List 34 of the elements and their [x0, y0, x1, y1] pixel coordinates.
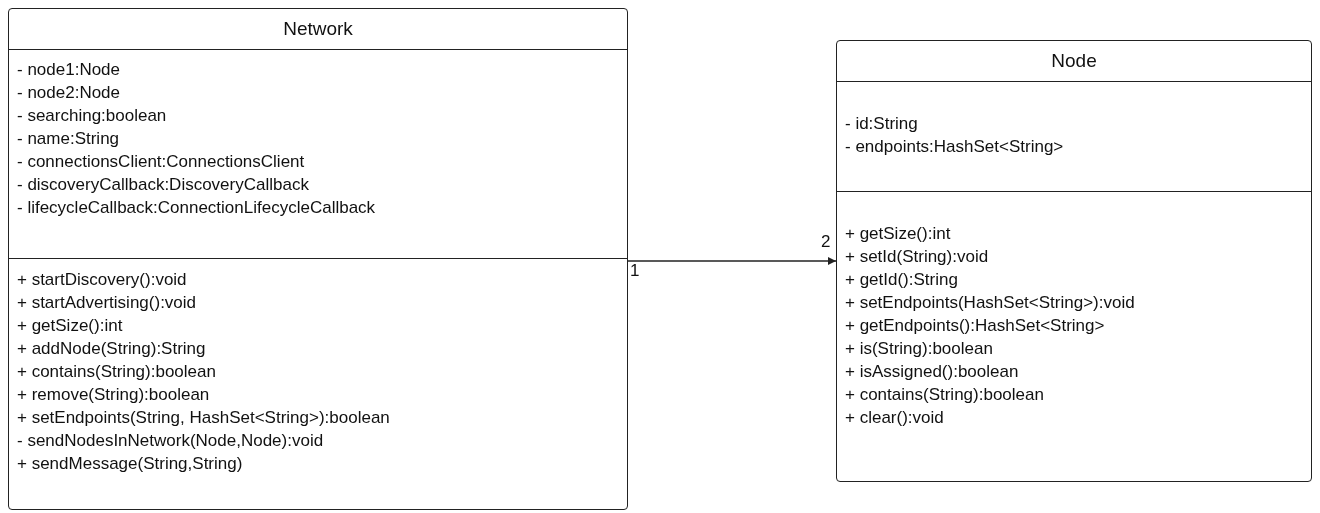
method-text: + setEndpoints(String, HashSet<String>):boolean	[17, 407, 390, 429]
attribute-text: - searching:boolean	[17, 105, 167, 127]
class-box	[836, 40, 1312, 482]
method-text: + getId():String	[845, 269, 958, 291]
class-name: Network	[283, 18, 353, 40]
attribute-text: - discoveryCallback:DiscoveryCallback	[17, 174, 309, 196]
method-text: + getSize():int	[17, 315, 123, 337]
method-text: + contains(String):boolean	[17, 361, 216, 383]
method-text: + sendMessage(String,String)	[17, 453, 243, 475]
method-text: + startDiscovery():void	[17, 269, 187, 291]
attribute-text: - lifecycleCallback:ConnectionLifecycleCallback	[17, 197, 376, 219]
method-text: + is(String):boolean	[845, 338, 993, 360]
method-text: + remove(String):boolean	[17, 384, 210, 406]
class-name: Node	[1051, 50, 1097, 72]
method-text: + startAdvertising():void	[17, 292, 197, 314]
attribute-text: - id:String	[845, 113, 918, 135]
class-box	[8, 8, 628, 510]
attribute-text: - name:String	[17, 128, 120, 150]
method-text: + getSize():int	[845, 223, 951, 245]
method-text: + isAssigned():boolean	[845, 361, 1019, 383]
attribute-text: - endpoints:HashSet<String>	[845, 136, 1064, 158]
method-text: + setId(String):void	[845, 246, 989, 268]
method-text: + getEndpoints():HashSet<String>	[845, 315, 1105, 337]
method-text: + contains(String):boolean	[845, 384, 1044, 406]
multiplicity-label: 1	[630, 262, 640, 280]
method-text: + addNode(String):String	[17, 338, 206, 360]
attribute-text: - connectionsClient:ConnectionsClient	[17, 151, 305, 173]
attribute-text: - node1:Node	[17, 59, 121, 81]
association-arrow	[627, 257, 837, 265]
method-text: - sendNodesInNetwork(Node,Node):void	[17, 430, 324, 452]
multiplicity-label: 2	[821, 233, 831, 251]
attribute-text: - node2:Node	[17, 82, 121, 104]
method-text: + clear():void	[845, 407, 944, 429]
method-text: + setEndpoints(HashSet<String>):void	[845, 292, 1135, 314]
